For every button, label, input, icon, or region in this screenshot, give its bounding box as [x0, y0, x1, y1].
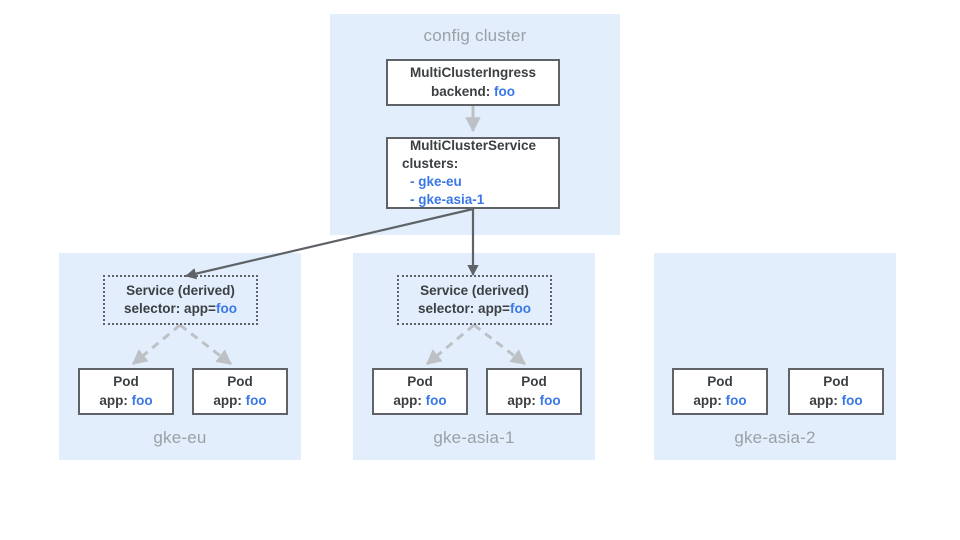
node-multiclusterservice[interactable]: MultiClusterService clusters: - gke-eu -…: [386, 137, 560, 209]
pod-app-label-gke-asia-1-1: app:: [393, 392, 422, 408]
mci-backend-field: backend: foo: [431, 83, 515, 101]
service-selector-label-gke-asia-1: selector: app=: [418, 301, 510, 316]
pod-app-gke-eu-1: app: foo: [99, 392, 152, 410]
pod-app-value-gke-asia-2-1: foo: [725, 392, 747, 408]
pod-app-value-gke-asia-1-1: foo: [425, 392, 447, 408]
pod-app-label-gke-eu-2: app:: [213, 392, 242, 408]
pod-app-label-gke-asia-2-1: app:: [693, 392, 722, 408]
pod-app-gke-asia-2-2: app: foo: [809, 392, 862, 410]
mcs-title: MultiClusterService: [409, 137, 537, 153]
pod-app-label-gke-eu-1: app:: [99, 392, 128, 408]
cluster-panel-gke-asia-2: gke-asia-2: [654, 253, 896, 460]
service-selector-gke-asia-1: selector: app=foo: [418, 300, 531, 318]
cluster-label-gke-asia-2: gke-asia-2: [734, 428, 816, 447]
service-selector-value-gke-asia-1: foo: [509, 301, 531, 316]
pod-app-label-gke-asia-2-2: app:: [809, 392, 838, 408]
node-service-derived-gke-asia-1[interactable]: Service (derived) selector: app=foo: [397, 275, 552, 325]
service-selector-gke-eu: selector: app=foo: [124, 300, 237, 318]
node-pod-gke-asia-2-2[interactable]: Pod app: foo: [788, 368, 884, 415]
node-pod-gke-asia-1-1[interactable]: Pod app: foo: [372, 368, 468, 415]
service-title-gke-asia-1: Service (derived): [420, 282, 529, 298]
pod-app-gke-asia-1-2: app: foo: [507, 392, 560, 410]
node-pod-gke-asia-1-2[interactable]: Pod app: foo: [486, 368, 582, 415]
mci-backend-value: foo: [494, 83, 516, 99]
node-pod-gke-asia-2-1[interactable]: Pod app: foo: [672, 368, 768, 415]
pod-app-value-gke-asia-2-2: foo: [841, 392, 863, 408]
pod-app-value-gke-eu-1: foo: [131, 392, 153, 408]
pod-app-gke-asia-1-1: app: foo: [393, 392, 446, 410]
mcs-clusters-label: clusters:: [402, 155, 459, 171]
node-pod-gke-eu-2[interactable]: Pod app: foo: [192, 368, 288, 415]
mcs-cluster-item-gke-eu: - gke-eu: [410, 174, 462, 189]
mci-backend-label: backend:: [430, 83, 491, 99]
mci-title: MultiClusterIngress: [409, 65, 537, 81]
cluster-label-gke-asia-1: gke-asia-1: [433, 428, 515, 447]
node-service-derived-gke-eu[interactable]: Service (derived) selector: app=foo: [103, 275, 258, 325]
pod-app-label-gke-asia-1-2: app:: [507, 392, 536, 408]
service-title-gke-eu: Service (derived): [126, 282, 235, 298]
pod-app-gke-asia-2-1: app: foo: [693, 392, 746, 410]
pod-title-gke-eu-1: Pod: [113, 374, 139, 390]
node-multiclusteringress[interactable]: MultiClusterIngress backend: foo: [386, 59, 560, 106]
cluster-label-gke-eu: gke-eu: [153, 428, 207, 447]
pod-app-gke-eu-2: app: foo: [213, 392, 266, 410]
mcs-cluster-item-gke-asia-1: - gke-asia-1: [410, 192, 485, 208]
config-cluster-title: config cluster: [423, 26, 527, 45]
pod-app-value-gke-eu-2: foo: [245, 392, 267, 408]
pod-title-gke-asia-1-1: Pod: [407, 374, 433, 390]
pod-title-gke-asia-1-2: Pod: [521, 374, 547, 390]
pod-title-gke-asia-2-1: Pod: [707, 374, 733, 390]
node-pod-gke-eu-1[interactable]: Pod app: foo: [78, 368, 174, 415]
pod-title-gke-asia-2-2: Pod: [823, 374, 849, 390]
pod-title-gke-eu-2: Pod: [227, 374, 253, 390]
pod-app-value-gke-asia-1-2: foo: [539, 392, 561, 408]
service-selector-label-gke-eu: selector: app=: [124, 301, 216, 316]
cluster-panel-gke-asia-1: gke-asia-1: [353, 253, 595, 460]
service-selector-value-gke-eu: foo: [215, 301, 237, 316]
